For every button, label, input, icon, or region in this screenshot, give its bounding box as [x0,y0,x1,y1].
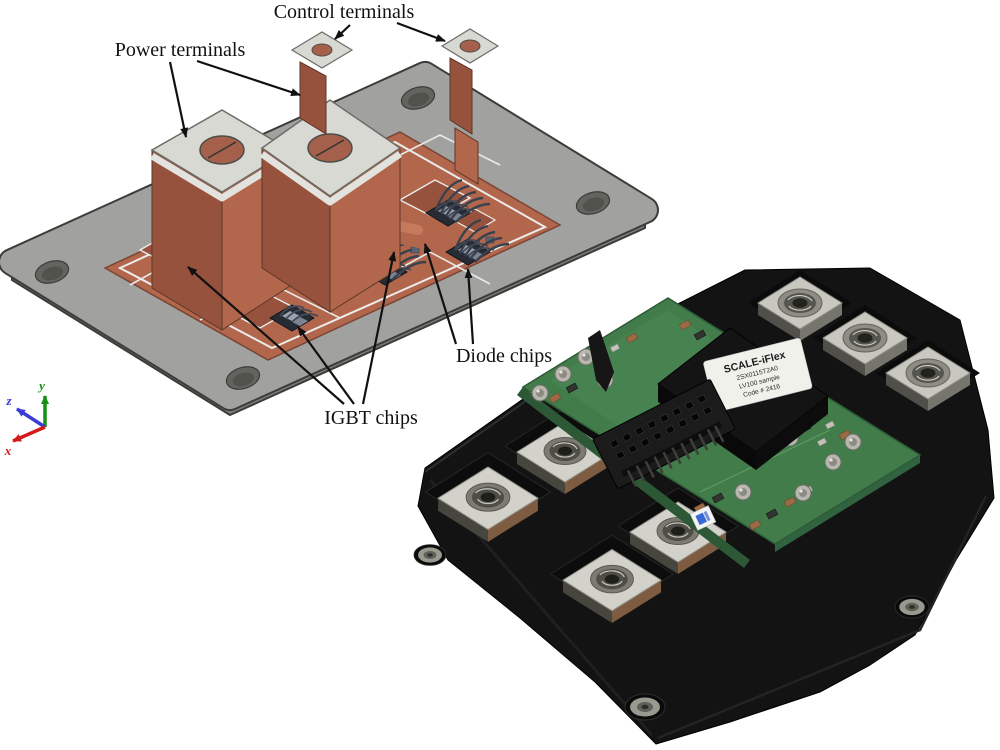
arrow-diode-2 [464,268,475,345]
pin-connector [588,330,736,489]
connector-pin-grid [609,394,713,460]
power-terminal-right [259,99,402,313]
arrow-diode-1 [423,243,458,345]
label-igbt-chips: IGBT chips [324,407,418,429]
arrow-igbt-1 [187,266,345,405]
cad-annotations: Control terminals Power terminals Diode … [115,1,553,429]
brand-sticker [689,505,717,531]
arrow-control-2 [396,21,446,43]
arrow-igbt-3 [361,251,397,405]
driver-ic-label: SCALE-iFlex 2SX0115T2A0 LV100 sample Cod… [703,338,813,413]
axis-triad: y z x [4,378,49,458]
mounting-hole [624,693,666,721]
axis-x-label: x [4,443,12,458]
mounting-hole [894,595,930,619]
arrow-power-2 [196,59,301,97]
arrow-power-1 [168,61,189,138]
connector-pins [621,421,725,487]
axis-y-label: y [37,378,45,393]
assembled-module-photo: SCALE-iFlex 2SX0115T2A0 LV100 sample Cod… [413,267,995,745]
control-terminal-2 [440,28,500,185]
cad-module-illustration: y z x Control terminals Power terminals … [0,1,659,458]
copper-pad [398,179,472,219]
label-control-terminals: Control terminals [274,1,415,23]
arrow-igbt-2 [297,326,355,405]
mounting-hole [413,544,447,566]
arrow-control-1 [334,24,351,40]
axis-z-label: z [5,393,12,408]
connector-latch [588,330,614,392]
label-diode-chips: Diode chips [456,345,552,367]
label-power-terminals: Power terminals [115,39,246,61]
control-terminal-1 [290,31,354,135]
